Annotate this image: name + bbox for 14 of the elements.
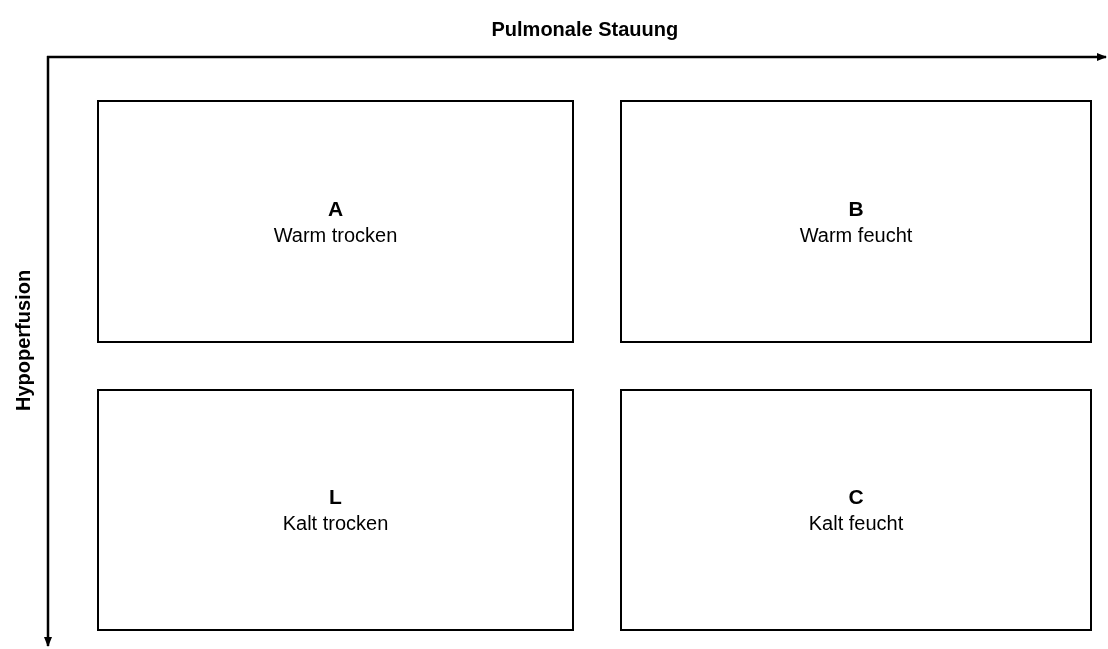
axis-title: Pulmonale Stauung (491, 18, 679, 41)
quadrant-box (97, 389, 574, 631)
quadrant-box (620, 389, 1092, 631)
quadrant-box (97, 100, 574, 343)
quadrant-letter: B (848, 195, 864, 222)
quadrant-label: Kalt trocken (282, 511, 389, 536)
quadrant-letter: A (327, 195, 344, 222)
quadrant-label: Kalt feucht (808, 511, 904, 536)
quadrant-letter: L (329, 484, 342, 510)
quadrant-label: Warm trocken (273, 222, 398, 248)
axis-title: Hypoperfusion (12, 269, 35, 411)
quadrant-letter: C (848, 484, 864, 510)
quadrant-box (620, 100, 1092, 343)
quadrant-label: Warm feucht (799, 222, 913, 248)
